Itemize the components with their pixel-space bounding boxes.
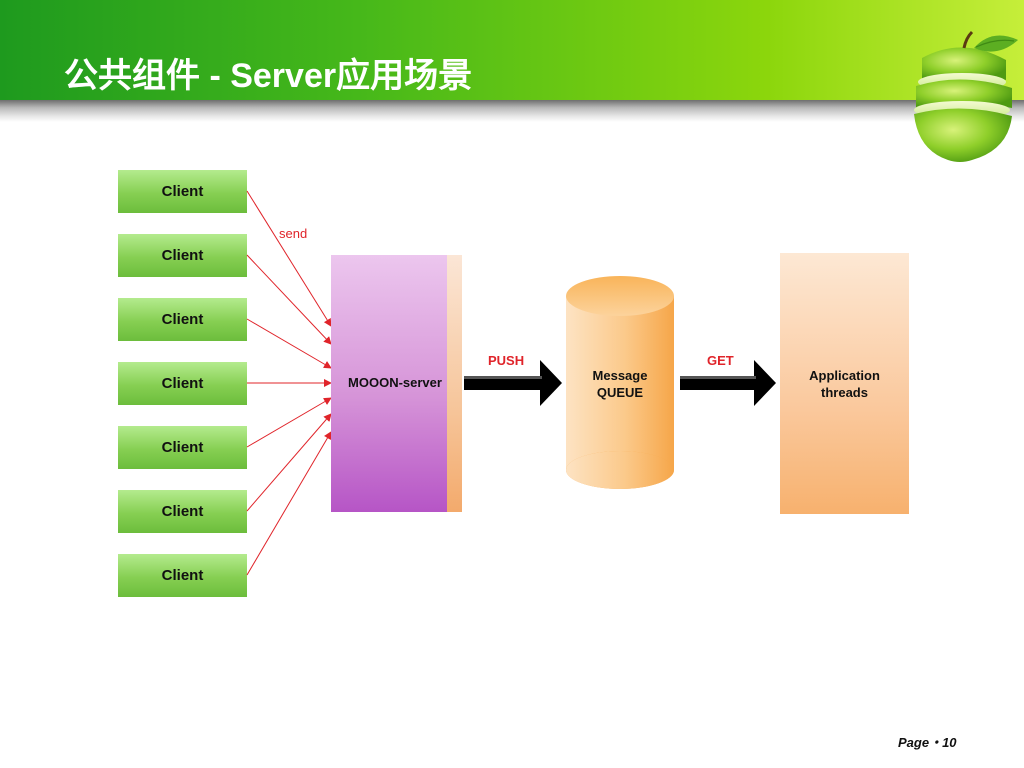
client-box: Client — [118, 298, 247, 341]
push-label: PUSH — [488, 353, 525, 368]
application-threads-label: Application threads — [780, 367, 909, 401]
client-box: Client — [118, 426, 247, 469]
mooon-server-label: MOOON-server — [348, 375, 442, 390]
queue-label-line2: QUEUE — [596, 385, 644, 400]
mooon-server-edge — [447, 255, 462, 512]
app-label-line1: Application — [809, 368, 880, 383]
send-label: send — [279, 226, 308, 241]
send-line — [246, 318, 332, 369]
mooon-server-box — [331, 255, 447, 512]
client-box: Client — [118, 362, 247, 405]
message-queue-label: Message QUEUE — [570, 367, 670, 401]
page-number: Page・10 — [898, 735, 957, 750]
send-line — [246, 254, 332, 345]
header-band — [0, 0, 1024, 100]
app-label-line2: threads — [821, 385, 868, 400]
header-shadow — [0, 100, 1024, 122]
page-title: 公共组件 - Server应用场景 — [64, 57, 473, 95]
send-line — [246, 190, 332, 327]
apple-logo — [914, 30, 1018, 162]
client-box: Client — [118, 490, 247, 533]
send-line — [246, 413, 332, 512]
get-arrow — [680, 360, 776, 406]
client-box: Client — [118, 554, 247, 597]
push-arrow — [464, 360, 562, 406]
client-box: Client — [118, 170, 247, 213]
get-label: GET — [707, 353, 734, 368]
application-threads-box — [780, 253, 909, 514]
message-queue-cylinder — [566, 276, 674, 489]
client-box: Client — [118, 234, 247, 277]
send-line — [246, 431, 332, 576]
queue-label-line1: Message — [592, 368, 648, 383]
send-line — [246, 397, 332, 448]
